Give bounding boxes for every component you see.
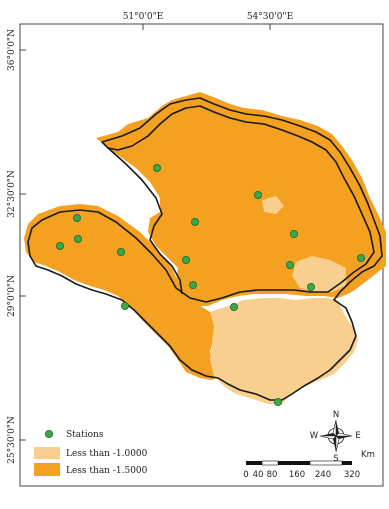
latitude-label: 29°0'0"N bbox=[7, 275, 17, 317]
scale-unit: Km bbox=[361, 450, 375, 460]
stations-layer bbox=[56, 163, 365, 406]
class2-area bbox=[24, 204, 222, 380]
scale-tick: 160 bbox=[289, 470, 305, 480]
north-label: N bbox=[333, 410, 339, 420]
station-marker bbox=[285, 260, 294, 269]
scale-tick: 40 bbox=[253, 470, 264, 480]
legend-class2-swatch bbox=[34, 463, 60, 476]
class1-area bbox=[292, 256, 346, 292]
legend-class1-label: Less than -1.0000 bbox=[66, 449, 148, 459]
graticule-ticks bbox=[20, 24, 271, 441]
station-marker bbox=[73, 213, 82, 222]
longitude-label: 51°0'0"E bbox=[123, 12, 164, 22]
station-marker bbox=[273, 397, 282, 406]
scale-tick: 320 bbox=[344, 470, 360, 480]
legend-station-symbol bbox=[45, 429, 54, 438]
south-label: S bbox=[333, 454, 338, 464]
station-marker bbox=[117, 247, 126, 256]
station-marker bbox=[253, 190, 262, 199]
station-marker bbox=[74, 234, 83, 243]
station-marker bbox=[306, 282, 315, 291]
class2-area bbox=[96, 92, 386, 306]
station-marker bbox=[356, 253, 365, 262]
longitude-label: 54°30'0"E bbox=[247, 12, 293, 22]
basin-inner-boundary bbox=[107, 147, 183, 295]
station-marker bbox=[190, 217, 199, 226]
class1-area bbox=[262, 196, 284, 214]
legend-stations-label: Stations bbox=[66, 430, 104, 440]
basin-outline-north bbox=[27, 97, 383, 401]
latitude-label: 36°0'0"N bbox=[7, 29, 17, 71]
station-marker bbox=[152, 163, 161, 172]
station-marker bbox=[56, 241, 65, 250]
scale-tick: 240 bbox=[315, 470, 331, 480]
latitude-label: 32°30'0"N bbox=[7, 170, 17, 218]
class1-area bbox=[210, 298, 358, 404]
legend-class2-label: Less than -1.5000 bbox=[66, 466, 148, 476]
scale-tick: 80 bbox=[267, 470, 278, 480]
scale-tick: 0 bbox=[243, 470, 248, 480]
map-legend: Stations Less than -1.0000 Less than -1.… bbox=[34, 429, 148, 476]
basin-boundary bbox=[27, 97, 383, 401]
west-label: W bbox=[310, 431, 319, 441]
latitude-label: 25°30'0"N bbox=[7, 416, 17, 464]
east-label: E bbox=[355, 431, 360, 441]
station-marker bbox=[121, 301, 130, 310]
basin-region bbox=[24, 92, 386, 404]
scale-bar: Km 0 40 80 160 240 320 bbox=[243, 450, 375, 480]
station-marker bbox=[289, 229, 298, 238]
station-marker bbox=[229, 302, 238, 311]
north-arrow-icon: N S E W bbox=[310, 410, 361, 464]
legend-class1-swatch bbox=[34, 447, 60, 459]
station-marker bbox=[181, 255, 190, 264]
station-marker bbox=[188, 280, 197, 289]
